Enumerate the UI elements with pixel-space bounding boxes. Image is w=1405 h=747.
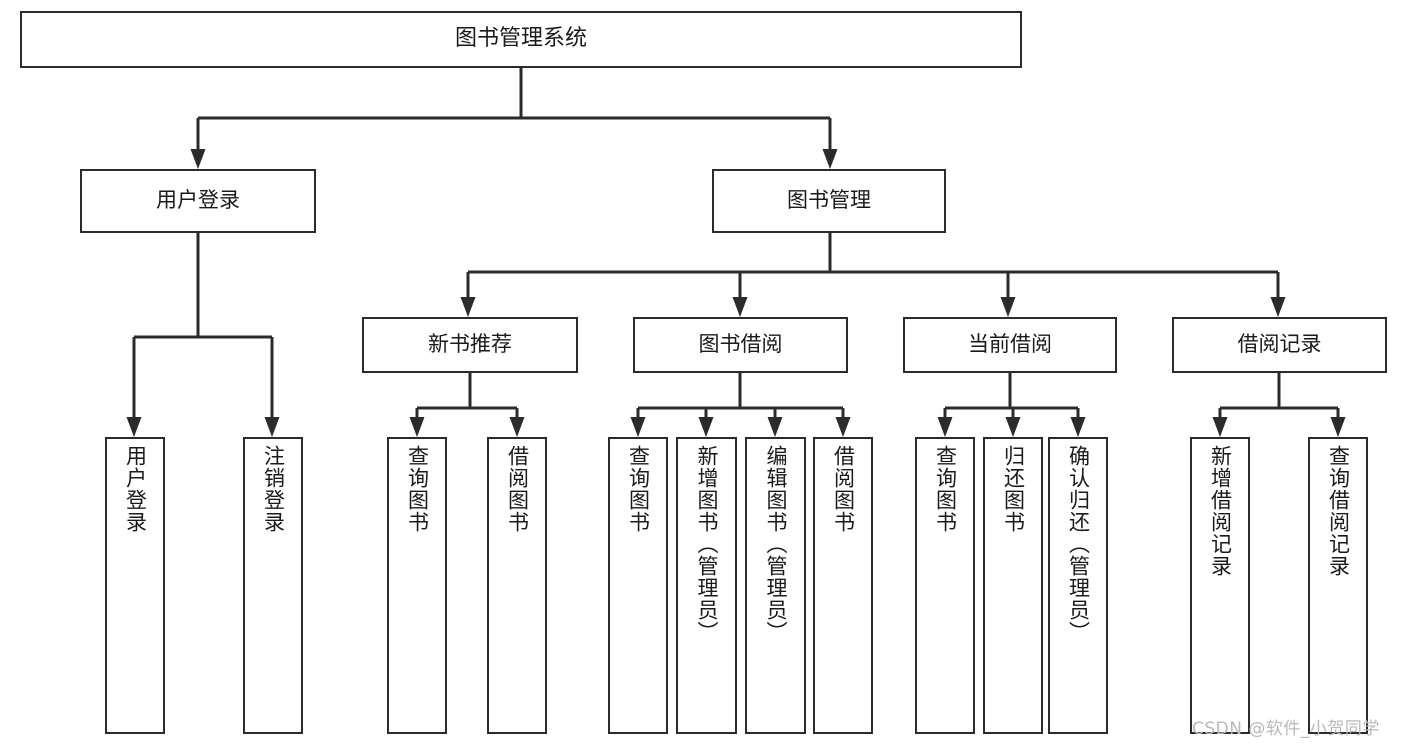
node-label: 借阅记录 (1237, 332, 1322, 357)
arrowhead-user-login-to-leaf2 (264, 417, 280, 437)
node-label: 编辑图书（管理员） (764, 445, 788, 643)
arrowhead-current-to-leaf1 (937, 417, 953, 437)
node-label: 查询图书 (626, 445, 651, 533)
node-label: 注销登录 (261, 445, 286, 533)
arrowhead-new-book-to-leaf2 (509, 417, 525, 437)
node-label: 图书借阅 (698, 332, 783, 357)
arrowhead-book-mgmt-to-new-book (460, 297, 476, 317)
node-root: 图书管理系统 (20, 11, 1022, 68)
node-level3-0: 新书推荐 (362, 317, 578, 373)
node-label: 用户登录 (123, 445, 148, 533)
node-label: 新增借阅记录 (1208, 445, 1233, 577)
node-label: 借阅图书 (505, 445, 530, 533)
arrowhead-book-mgmt-to-record (1270, 297, 1286, 317)
arrowhead-borrow-to-leaf3 (767, 417, 783, 437)
arrowhead-current-to-leaf3 (1070, 417, 1086, 437)
arrowhead-record-to-leaf1 (1212, 417, 1228, 437)
node-leaf-9: 归还图书 (983, 437, 1043, 734)
node-leaf-2: 查询图书 (387, 437, 447, 734)
arrowhead-current-to-leaf2 (1005, 417, 1021, 437)
arrowhead-borrow-to-leaf2 (698, 417, 714, 437)
arrowhead-user-login-to-leaf1 (126, 417, 142, 437)
arrowhead-borrow-to-leaf4 (835, 417, 851, 437)
node-label: 图书管理系统 (454, 26, 587, 52)
node-label: 查询借阅记录 (1326, 445, 1351, 577)
node-level3-2: 当前借阅 (903, 317, 1117, 373)
node-level2-1: 图书管理 (712, 169, 946, 233)
node-level2-0: 用户登录 (80, 169, 316, 233)
node-leaf-0: 用户登录 (105, 437, 165, 734)
node-leaf-6: 编辑图书（管理员） (745, 437, 806, 734)
node-label: 图书管理 (787, 188, 871, 213)
arrowhead-book-mgmt-to-borrow (732, 297, 748, 317)
node-label: 借阅图书 (831, 445, 856, 533)
node-label: 用户登录 (156, 188, 240, 213)
arrowhead-root-to-book-mgmt (822, 149, 838, 169)
node-label: 归还图书 (1001, 445, 1026, 533)
node-label: 当前借阅 (968, 332, 1052, 357)
node-leaf-8: 查询图书 (915, 437, 975, 734)
node-label: 新书推荐 (428, 332, 512, 357)
node-leaf-7: 借阅图书 (813, 437, 873, 734)
node-level3-3: 借阅记录 (1172, 317, 1387, 373)
node-label: 确认归还（管理员） (1066, 445, 1091, 643)
node-leaf-4: 查询图书 (608, 437, 668, 734)
node-leaf-1: 注销登录 (243, 437, 303, 734)
node-leaf-12: 查询借阅记录 (1308, 437, 1368, 734)
arrowhead-borrow-to-leaf1 (630, 417, 646, 437)
arrowhead-record-to-leaf2 (1330, 417, 1346, 437)
node-level3-1: 图书借阅 (633, 317, 848, 373)
node-leaf-11: 新增借阅记录 (1190, 437, 1250, 734)
node-leaf-3: 借阅图书 (487, 437, 547, 734)
node-label: 新增图书（管理员） (695, 445, 719, 643)
arrowhead-book-mgmt-to-current (1000, 297, 1016, 317)
arrowhead-root-to-user-login (190, 149, 206, 169)
node-label: 查询图书 (933, 445, 958, 533)
node-leaf-10: 确认归还（管理员） (1048, 437, 1108, 734)
node-label: 查询图书 (405, 445, 430, 533)
csdn-watermark: CSDN @软件_小贺同学 (1192, 719, 1380, 739)
arrowhead-new-book-to-leaf1 (409, 417, 425, 437)
node-leaf-5: 新增图书（管理员） (676, 437, 737, 734)
